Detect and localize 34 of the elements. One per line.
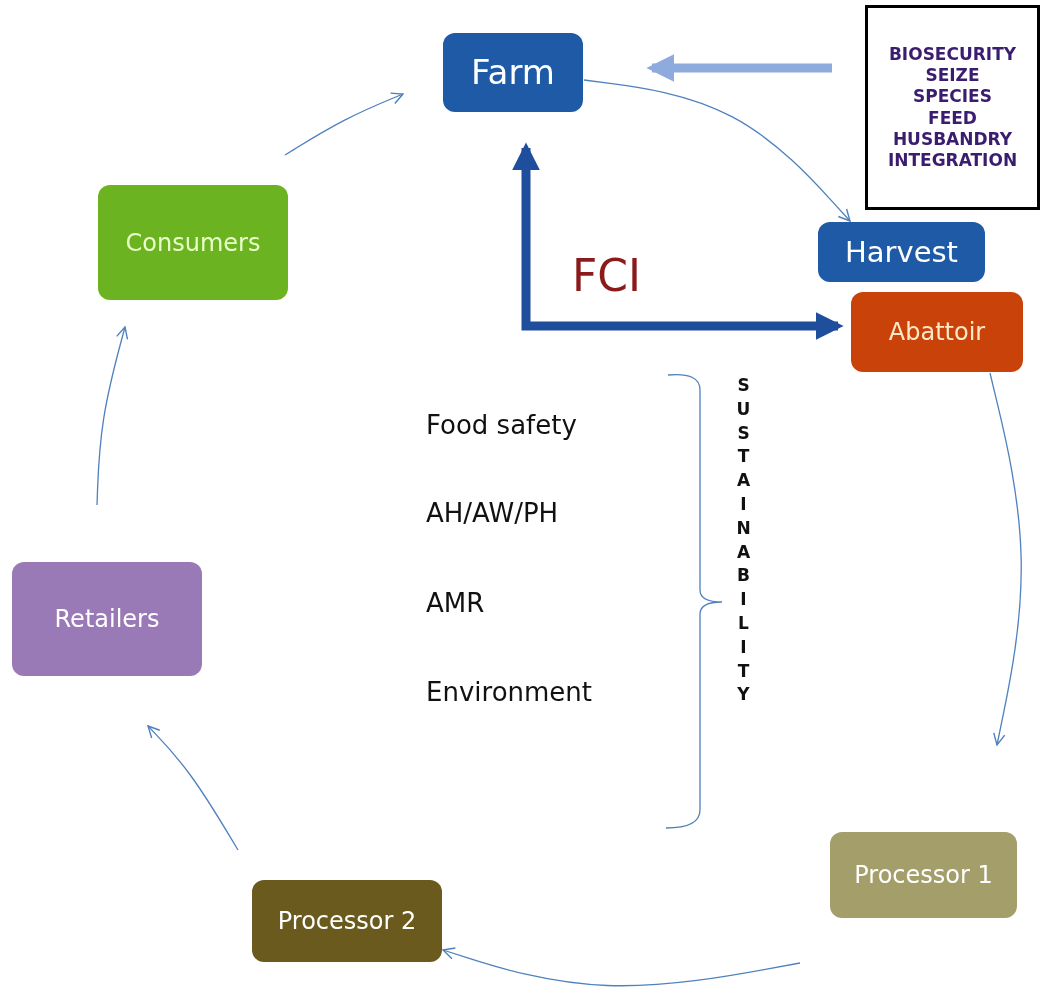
curved-arrow — [284, 92, 404, 156]
curved-arrow — [442, 947, 801, 987]
process-box — [818, 222, 985, 282]
block-arrow — [646, 54, 832, 82]
issue-label: Environment — [426, 677, 593, 707]
node-label: FEED — [928, 107, 977, 129]
process-box — [12, 562, 202, 676]
block-arrow — [512, 142, 844, 340]
factor-list-box — [865, 5, 1040, 210]
node-label: INTEGRATION — [887, 150, 1018, 172]
node-label: Harvest — [845, 233, 958, 271]
curved-arrow — [96, 326, 129, 506]
node-label: Retailers — [54, 604, 160, 634]
node-label: Abattoir — [888, 317, 986, 347]
curved-arrow — [989, 372, 1022, 746]
node-label: Processor 1 — [854, 860, 993, 890]
process-box — [851, 292, 1023, 372]
issue-label: Food safety — [426, 410, 577, 440]
issue-label: AH/AW/PH — [426, 498, 559, 528]
node-label: SPECIES — [913, 86, 992, 108]
node-label: BIOSECURITY — [888, 43, 1017, 65]
node-label: Farm — [471, 51, 555, 94]
node-label: SEIZE — [925, 65, 980, 87]
vertical-heading: SUSTAINABILITY — [735, 374, 752, 707]
node-label: Processor 2 — [277, 906, 417, 936]
node-label: Consumers — [125, 227, 261, 258]
node-label: HUSBANDRY — [892, 128, 1013, 150]
curved-arrow — [147, 725, 239, 851]
curved-arrow — [583, 79, 851, 222]
process-box — [830, 832, 1017, 918]
process-box — [252, 880, 442, 962]
issue-label: AMR — [426, 588, 485, 618]
process-box — [98, 185, 288, 300]
process-box — [443, 33, 583, 112]
